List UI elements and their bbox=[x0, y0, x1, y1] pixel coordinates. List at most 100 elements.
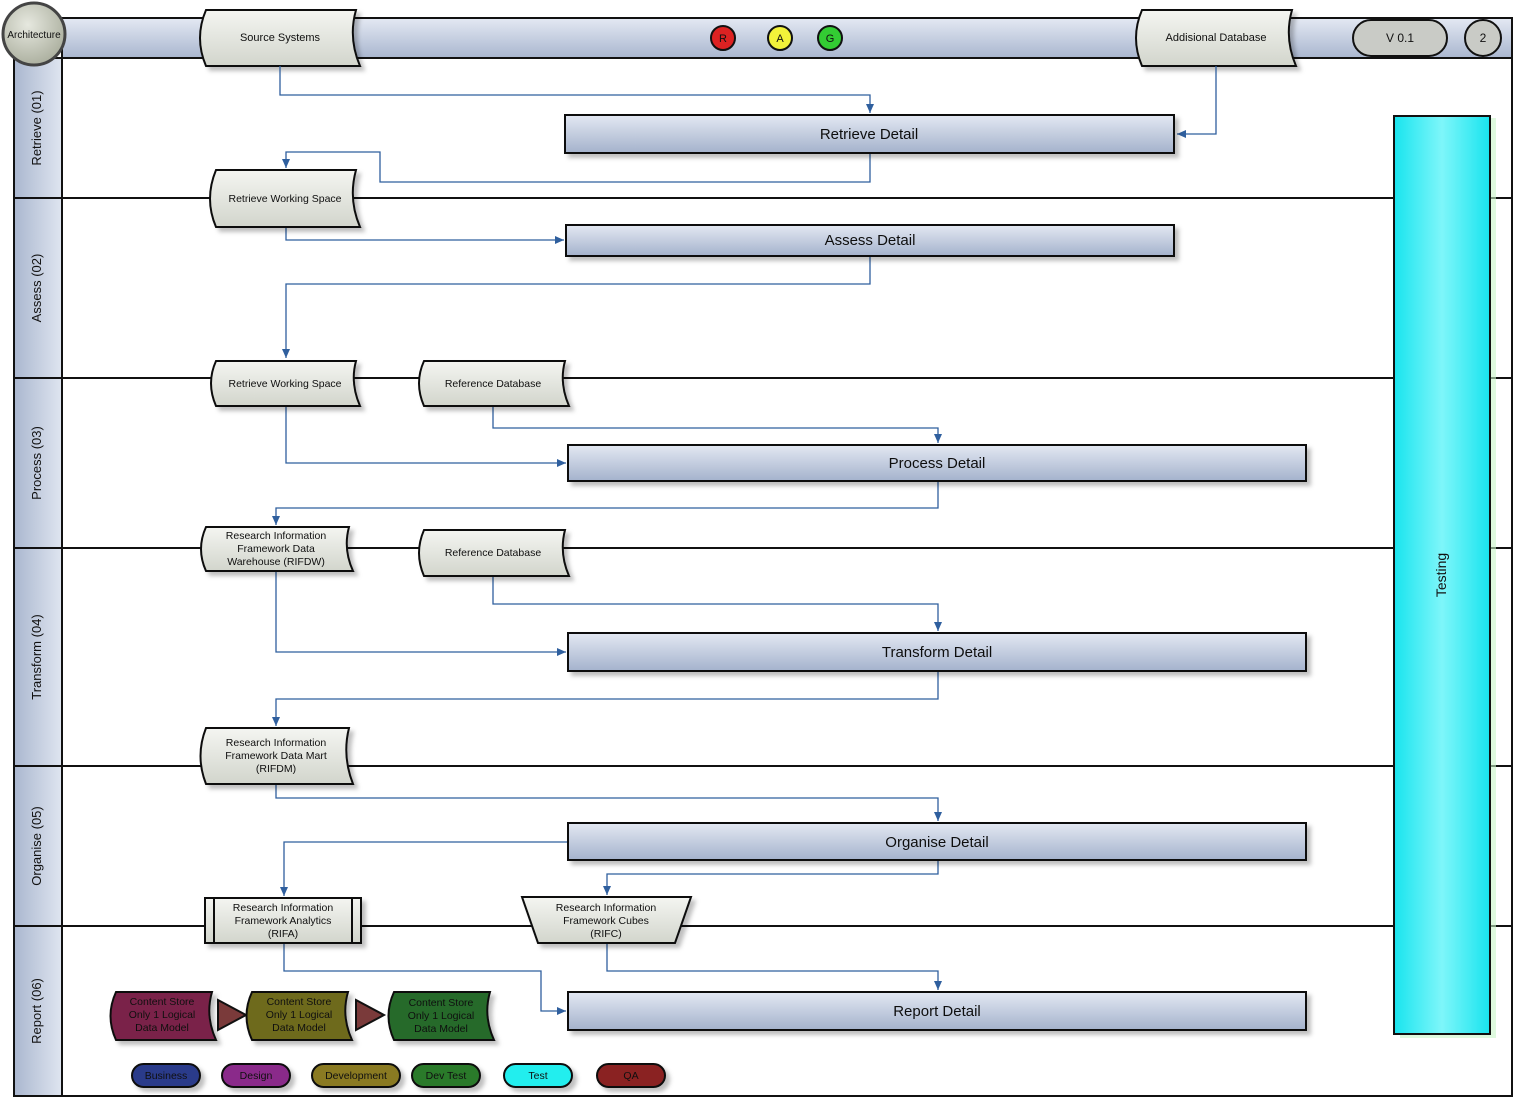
chain-arrow-2 bbox=[355, 998, 387, 1032]
rag-red-letter: R bbox=[719, 33, 727, 45]
testing-column: Testing bbox=[1393, 115, 1496, 1038]
chain-arrow-1 bbox=[217, 998, 249, 1032]
source-systems-store: Source Systems bbox=[199, 9, 362, 67]
transform-detail-box[interactable]: Transform Detail bbox=[567, 632, 1307, 672]
connectors bbox=[272, 66, 1217, 1015]
lane-header-column bbox=[13, 57, 63, 1097]
rag-amber-light bbox=[767, 25, 793, 51]
rifc-label-line-1: Research Information bbox=[556, 902, 657, 914]
rifdw-label-line-1: Research Information bbox=[226, 530, 327, 542]
content-store-2-line-3: Data Model bbox=[272, 1022, 326, 1034]
page-number-badge: 2 bbox=[1464, 19, 1502, 57]
connector-process-to-rifdw bbox=[272, 481, 939, 525]
connector-reference-to-transform bbox=[492, 576, 942, 631]
organise-detail-label: Organise Detail bbox=[885, 834, 988, 851]
legend-design-pill bbox=[221, 1063, 291, 1088]
connector-organise-to-rifa bbox=[280, 841, 568, 896]
rifc-label-line-3: (RIFC) bbox=[590, 928, 622, 940]
content-store-1-shape bbox=[109, 991, 218, 1041]
report-detail-label: Report Detail bbox=[893, 1003, 981, 1020]
connector-additional-to-retrieve bbox=[1177, 66, 1217, 138]
reference-database-label-2: Reference Database bbox=[445, 547, 541, 559]
rifdw-label-line-2: Framework Data bbox=[237, 543, 315, 555]
rag-red-light bbox=[710, 25, 736, 51]
legend-development-pill bbox=[311, 1063, 401, 1088]
report-detail-box[interactable]: Report Detail bbox=[567, 991, 1307, 1031]
process-detail-label: Process Detail bbox=[889, 455, 986, 472]
retrieve-working-space-store-1: Retrieve Working Space bbox=[209, 169, 362, 228]
reference-database-label-1: Reference Database bbox=[445, 378, 541, 390]
rifa-label-line-3: (RIFA) bbox=[268, 928, 298, 940]
rifa-store: Research Information Framework Analytics… bbox=[204, 897, 362, 944]
process-detail-box[interactable]: Process Detail bbox=[567, 444, 1307, 482]
assess-detail-label: Assess Detail bbox=[825, 232, 916, 249]
retrieve-working-space-store-2: Retrieve Working Space bbox=[210, 360, 362, 407]
content-store-chain: Content Store Only 1 Logical Data Model … bbox=[109, 991, 496, 1041]
transform-detail-label: Transform Detail bbox=[882, 644, 992, 661]
legend-business-pill bbox=[131, 1063, 201, 1088]
testing-label: Testing bbox=[1433, 553, 1449, 597]
lane-label-assess: Assess (02) bbox=[29, 254, 44, 323]
legend-test-pill bbox=[503, 1063, 573, 1088]
legend-design: Design bbox=[221, 1063, 291, 1088]
lane-labels: Retrieve (01) Assess (02) Process (03) T… bbox=[29, 90, 44, 1043]
connector-source-to-retrieve bbox=[279, 66, 874, 113]
lane-label-process: Process (03) bbox=[29, 426, 44, 500]
connector-rifa-to-report bbox=[283, 944, 566, 1015]
connector-rifc-to-report bbox=[606, 944, 942, 990]
organise-detail-box[interactable]: Organise Detail bbox=[567, 822, 1307, 861]
additional-database-label: Addisional Database bbox=[1166, 32, 1267, 44]
connector-workspace-to-assess bbox=[285, 228, 564, 244]
content-store-3-line-1: Content Store bbox=[409, 997, 474, 1009]
page-number-text: 2 bbox=[1480, 31, 1487, 45]
retrieve-working-space-label-1: Retrieve Working Space bbox=[228, 193, 341, 205]
connector-rifdm-to-organise bbox=[275, 784, 942, 821]
rifa-label-line-2: Framework Analytics bbox=[235, 915, 332, 927]
connector-rifdw-to-transform bbox=[275, 571, 566, 656]
process-boxes: Retrieve Detail Assess Detail Process De… bbox=[564, 114, 1307, 1031]
connector-workspace-to-process bbox=[285, 406, 566, 467]
content-store-1-line-3: Data Model bbox=[135, 1022, 189, 1034]
rag-amber-indicator: A bbox=[767, 25, 793, 51]
retrieve-detail-box[interactable]: Retrieve Detail bbox=[564, 114, 1175, 154]
legend-development: Development bbox=[311, 1063, 401, 1088]
version-text: V 0.1 bbox=[1386, 31, 1414, 45]
legend-qa-pill bbox=[596, 1063, 666, 1088]
content-store-3: Content Store Only 1 Logical Data Model bbox=[387, 991, 496, 1041]
legend-dev-test: Dev Test bbox=[411, 1063, 481, 1088]
rifdm-label-line-1: Research Information bbox=[226, 737, 327, 749]
connector-reference-to-process bbox=[492, 406, 942, 443]
rag-amber-letter: A bbox=[776, 33, 784, 45]
legend-business-label: Business bbox=[145, 1070, 188, 1082]
rag-green-letter: G bbox=[826, 33, 835, 45]
legend-test: Test bbox=[503, 1063, 573, 1088]
reference-database-store-2: Reference Database bbox=[418, 529, 571, 577]
content-store-1-line-1: Content Store bbox=[130, 996, 195, 1008]
rifdm-store: Research Information Framework Data Mart… bbox=[199, 727, 355, 785]
legend-qa-label: QA bbox=[623, 1070, 638, 1082]
rifa-label-line-1: Research Information bbox=[233, 902, 334, 914]
retrieve-working-space-label-2: Retrieve Working Space bbox=[228, 378, 341, 390]
legend-business: Business bbox=[131, 1063, 201, 1088]
content-store-2-line-2: Only 1 Logical bbox=[266, 1009, 333, 1021]
content-store-3-line-2: Only 1 Logical bbox=[408, 1010, 475, 1022]
content-store-3-shape bbox=[387, 991, 496, 1041]
retrieve-detail-label: Retrieve Detail bbox=[820, 126, 918, 143]
source-systems-label: Source Systems bbox=[240, 32, 321, 44]
legend-qa: QA bbox=[596, 1063, 666, 1088]
connector-organise-to-rifc bbox=[603, 860, 939, 895]
content-store-3-line-3: Data Model bbox=[414, 1023, 468, 1035]
legend-dev-test-label: Dev Test bbox=[426, 1070, 467, 1082]
rag-green-light bbox=[817, 25, 843, 51]
content-store-1: Content Store Only 1 Logical Data Model bbox=[109, 991, 218, 1041]
legend-development-label: Development bbox=[325, 1070, 387, 1082]
legend: Business Design Development Dev Test Tes… bbox=[131, 1063, 666, 1088]
legend-test-label: Test bbox=[528, 1070, 547, 1082]
version-badge: V 0.1 bbox=[1352, 19, 1448, 57]
content-store-2-line-1: Content Store bbox=[267, 996, 332, 1008]
rifdw-store: Research Information Framework Data Ware… bbox=[200, 526, 355, 572]
lane-label-report: Report (06) bbox=[29, 978, 44, 1044]
rifc-label-line-2: Framework Cubes bbox=[563, 915, 649, 927]
assess-detail-box[interactable]: Assess Detail bbox=[565, 224, 1175, 257]
rag-status: R A G bbox=[710, 25, 843, 51]
